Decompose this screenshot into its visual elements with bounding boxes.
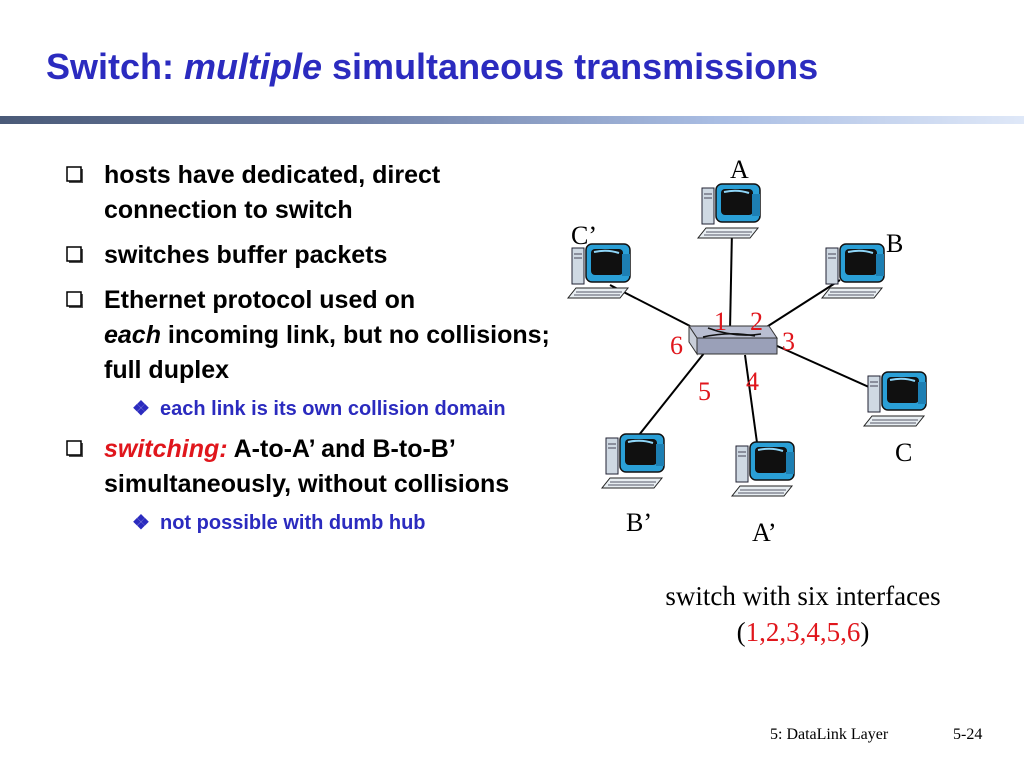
checkbox-bullet-icon [66,440,83,457]
host-c-computer-icon [863,371,927,427]
caption-open-paren: ( [736,617,746,647]
bullet-item: hosts have dedicated, direct connection … [66,158,556,228]
port-label-5: 5 [698,377,711,406]
bullet-text: A-to-A’ and B-to-B’ simultaneously, with… [104,435,510,498]
port-label-3: 3 [782,327,795,356]
bullet-item: switching: A-to-A’ and B-to-B’ simultane… [66,432,556,502]
host-a-prime-computer-icon [731,441,795,497]
host-a-computer-icon [697,183,761,239]
bullet-text-italic: each [104,321,161,349]
caption-line1: switch with six interfaces [665,581,941,611]
checkbox-bullet-icon [66,166,83,183]
diamond-bullet-icon: ❖ [132,512,150,534]
host-label-c-prime: C’ [571,221,597,250]
slide-title: Switch: multiple simultaneous transmissi… [46,46,818,88]
host-label-a: A [730,155,749,184]
sub-bullet-item: ❖ not possible with dumb hub [66,508,556,538]
host-label-b-prime: B’ [626,508,652,537]
bullet-item: switches buffer packets [66,238,556,273]
checkbox-bullet-icon [66,246,83,263]
port-label-4: 4 [746,367,759,396]
bullet-text: incoming link, but no collisions; full d… [104,321,550,384]
footer-page-number: 5-24 [953,726,983,743]
host-label-a-prime: A’ [752,518,777,547]
port-label-6: 6 [670,331,683,360]
diagram-caption: switch with six interfaces (1,2,3,4,5,6) [598,578,1008,650]
checkbox-bullet-icon [66,291,83,308]
bullet-text: hosts have dedicated, direct connection … [104,161,441,224]
title-divider [0,116,1024,124]
host-c-prime-computer-icon [567,243,631,299]
title-part3: simultaneous transmissions [322,46,819,87]
sub-bullet-text: not possible with dumb hub [160,512,426,534]
caption-close-paren: ) [860,617,870,647]
link-lines [609,229,881,451]
host-label-b: B [886,229,903,258]
switch-box [688,324,778,356]
port-label-2: 2 [750,307,763,336]
title-part1: Switch: [46,46,185,87]
host-b-computer-icon [821,243,885,299]
caption-ports: 1,2,3,4,5,6 [745,617,861,647]
footer-chapter: 5: DataLink Layer [770,726,889,743]
bullet-item: Ethernet protocol used on each incoming … [66,283,556,388]
bullet-text-emphasis: switching: [104,435,228,463]
sub-bullet-text: each link is its own collision domain [160,398,506,420]
bullet-list: hosts have dedicated, direct connection … [66,158,556,546]
sub-bullet-item: ❖ each link is its own collision domain [66,394,556,424]
bullet-text: Ethernet protocol used on [104,286,416,314]
diamond-bullet-icon: ❖ [132,398,150,420]
host-label-c: C [895,438,912,467]
host-b-prime-computer-icon [601,433,665,489]
bullet-text: switches buffer packets [104,241,388,269]
title-part2: multiple [184,46,323,87]
port-label-1: 1 [714,307,727,336]
